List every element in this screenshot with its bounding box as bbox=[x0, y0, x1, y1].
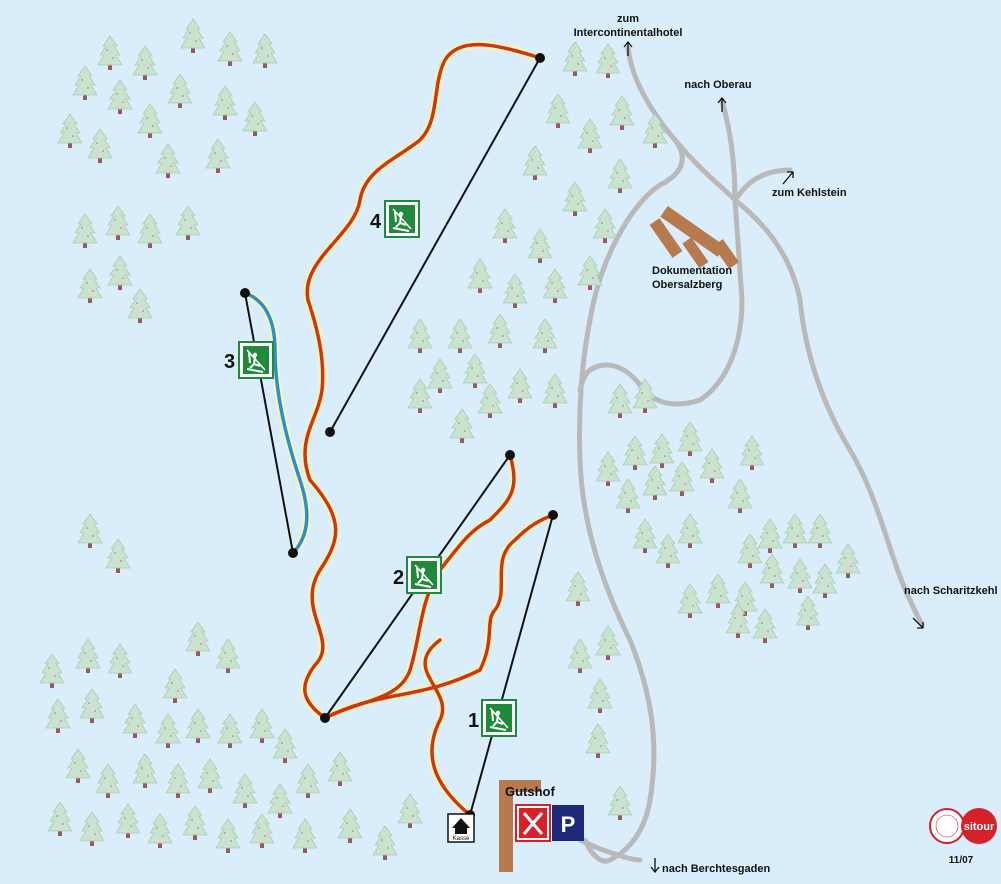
kasse-label: Kasse bbox=[453, 836, 470, 842]
lift-3[interactable]: 3 bbox=[224, 341, 274, 379]
lift-4[interactable]: 4 bbox=[370, 200, 420, 238]
road-network bbox=[576, 45, 925, 864]
lift-number: 4 bbox=[370, 211, 382, 233]
lift-number: 2 bbox=[393, 567, 404, 589]
lift-number: 3 bbox=[224, 351, 235, 373]
label-intercontinental: zum Intercontinentalhotel bbox=[574, 13, 683, 56]
certification-seal bbox=[929, 808, 965, 844]
svg-text:Dokumentation: Dokumentation bbox=[652, 265, 732, 277]
gutshof-roof bbox=[499, 780, 541, 792]
pistes bbox=[241, 41, 557, 819]
svg-text:nach Oberau: nach Oberau bbox=[684, 79, 751, 91]
label-dokumentation: Dokumentation Obersalzberg bbox=[652, 265, 732, 291]
sitour-logo: sitour bbox=[961, 808, 997, 844]
svg-text:nach Scharitzkehl: nach Scharitzkehl bbox=[904, 585, 998, 597]
gutshof-building bbox=[499, 780, 513, 872]
kasse-icon[interactable]: Kasse bbox=[447, 813, 475, 843]
svg-text:nach Berchtesgaden: nach Berchtesgaden bbox=[662, 863, 770, 875]
ski-lift-icon bbox=[238, 341, 274, 379]
parking-label: P bbox=[561, 812, 576, 837]
svg-text:zum Kehlstein: zum Kehlstein bbox=[772, 187, 847, 199]
lift-2[interactable]: 2 bbox=[393, 556, 442, 594]
ski-lift-icon bbox=[406, 556, 442, 594]
label-scharitzkehl: nach Scharitzkehl bbox=[904, 585, 998, 629]
edition-label: 11/07 bbox=[949, 855, 974, 866]
parking-icon[interactable]: P bbox=[552, 805, 584, 841]
svg-text:zum: zum bbox=[617, 13, 639, 25]
svg-text:sitour: sitour bbox=[964, 821, 995, 833]
lift-lines bbox=[240, 53, 558, 820]
svg-text:Obersalzberg: Obersalzberg bbox=[652, 279, 722, 291]
lift-number: 1 bbox=[468, 710, 479, 732]
ski-lift-icon bbox=[384, 200, 420, 238]
label-kehlstein: zum Kehlstein bbox=[772, 171, 847, 199]
restaurant-icon[interactable] bbox=[515, 804, 551, 842]
ski-lift-icon bbox=[481, 699, 517, 737]
gutshof-label: Gutshof bbox=[505, 784, 555, 799]
label-oberau: nach Oberau bbox=[684, 79, 752, 112]
label-berchtesgaden: nach Berchtesgaden bbox=[650, 858, 770, 875]
lift-1[interactable]: 1 bbox=[468, 699, 517, 737]
svg-text:Intercontinentalhotel: Intercontinentalhotel bbox=[574, 27, 683, 39]
forest bbox=[39, 18, 861, 861]
dokumentation-building bbox=[649, 206, 739, 269]
